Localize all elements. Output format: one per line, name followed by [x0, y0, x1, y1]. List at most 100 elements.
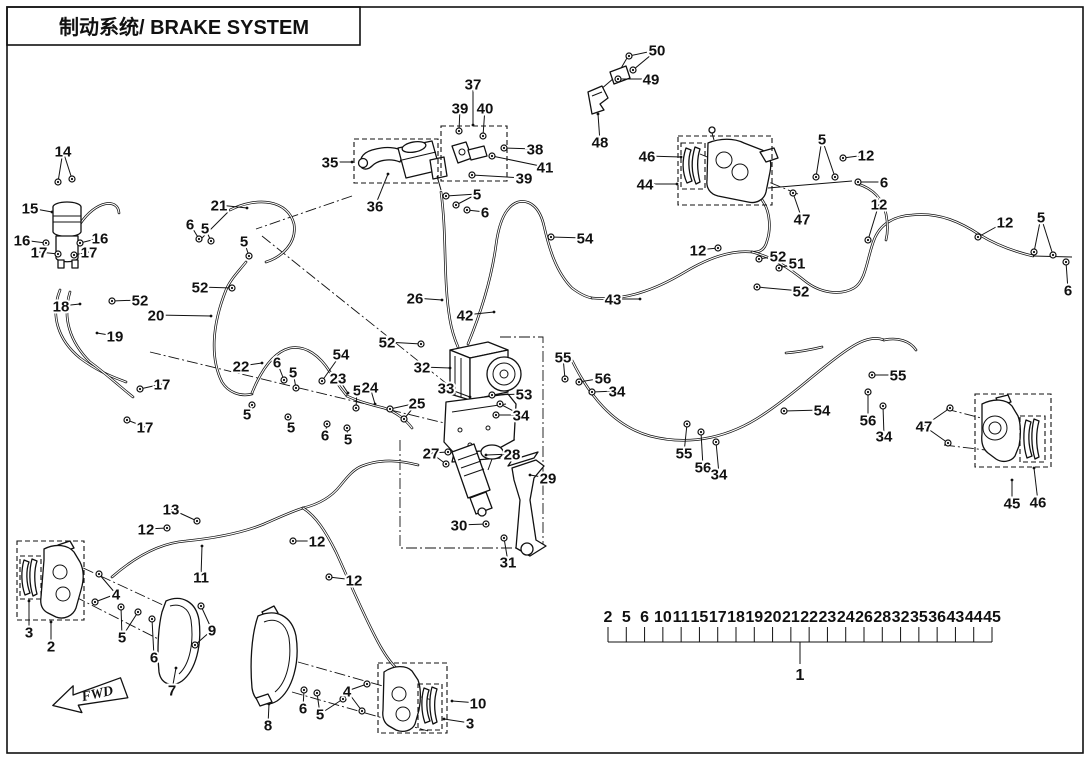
callout-20: 20 [148, 308, 165, 325]
callout-6: 6 [1064, 283, 1072, 300]
sensor-parts [587, 65, 631, 115]
callout-17: 17 [31, 245, 48, 262]
callout-30: 30 [451, 518, 468, 535]
callout-5: 5 [201, 221, 209, 238]
callout-6: 6 [186, 217, 194, 234]
callout-41: 41 [537, 160, 554, 177]
group-boxes [16, 125, 1052, 734]
callout-17: 17 [154, 377, 171, 394]
callout-31: 31 [500, 555, 517, 572]
hose-21 [228, 200, 296, 264]
front-right-caliper-assembly [382, 665, 438, 732]
callout-25: 25 [409, 396, 426, 413]
callout-34: 34 [711, 467, 728, 484]
callout-56: 56 [695, 460, 712, 477]
fwd-label: FWD [79, 684, 114, 706]
box-front-right-pads [417, 683, 443, 731]
callout-33: 33 [438, 381, 455, 398]
box-rear-left-pads [680, 142, 706, 190]
title-box: 制动系统/ BRAKE SYSTEM [6, 6, 361, 46]
hose-reservoir-loop [78, 202, 121, 226]
callout-6: 6 [321, 428, 329, 445]
index-number-32: 32 [892, 609, 910, 626]
callout-34: 34 [876, 429, 893, 446]
callout-34: 34 [609, 384, 626, 401]
front-left-caliper-assembly [21, 540, 84, 619]
box-switch-assembly [440, 125, 508, 182]
callout-5: 5 [344, 432, 352, 449]
index-number-5: 5 [622, 609, 631, 626]
callout-52: 52 [793, 284, 810, 301]
callout-5: 5 [1037, 210, 1045, 227]
callout-47: 47 [794, 212, 811, 229]
brake-pedal [507, 451, 547, 557]
callout-12: 12 [690, 243, 707, 260]
index-number-43: 43 [947, 609, 965, 626]
callout-17: 17 [137, 420, 154, 437]
callout-8: 8 [264, 718, 272, 735]
callout-55: 55 [890, 368, 907, 385]
callout-5: 5 [289, 365, 297, 382]
box-front-left-caliper [16, 540, 85, 621]
box-rear-right-pads [1019, 415, 1046, 463]
callout-3: 3 [25, 625, 33, 642]
callout-6: 6 [150, 650, 158, 667]
callout-2: 2 [47, 639, 55, 656]
callout-9: 9 [208, 623, 216, 640]
callout-6: 6 [880, 175, 888, 192]
callout-5: 5 [818, 132, 826, 149]
callout-37: 37 [465, 77, 482, 94]
callout-48: 48 [592, 135, 609, 152]
callout-3: 3 [466, 716, 474, 733]
callout-5: 5 [287, 420, 295, 437]
callout-6: 6 [481, 205, 489, 222]
callout-26: 26 [407, 291, 424, 308]
callout-54: 54 [333, 347, 350, 364]
index-number-17: 17 [709, 609, 727, 626]
callout-14: 14 [55, 144, 72, 161]
index-number-28: 28 [873, 609, 891, 626]
callout-40: 40 [477, 101, 494, 118]
callout-18: 18 [53, 299, 70, 316]
callout-56: 56 [595, 371, 612, 388]
callout-22: 22 [233, 359, 250, 376]
callout-42: 42 [457, 308, 474, 325]
callout-5: 5 [243, 407, 251, 424]
callout-16: 16 [14, 233, 31, 250]
callout-11: 11 [193, 570, 209, 587]
callout-56: 56 [860, 413, 877, 430]
callout-52: 52 [770, 249, 787, 266]
callout-44: 44 [637, 177, 654, 194]
index-number-23: 23 [819, 609, 837, 626]
index-number-44: 44 [965, 609, 983, 626]
callout-16: 16 [92, 231, 109, 248]
callout-4: 4 [112, 587, 121, 604]
callout-43: 43 [605, 292, 622, 309]
callout-55: 55 [555, 350, 572, 367]
callout-52: 52 [379, 335, 396, 352]
callout-5: 5 [353, 383, 361, 400]
callout-46: 46 [639, 149, 656, 166]
callout-49: 49 [643, 72, 660, 89]
callout-19: 19 [107, 329, 124, 346]
callout-28: 28 [504, 447, 521, 464]
disc-guard-left [157, 597, 201, 686]
callout-21: 21 [211, 198, 228, 215]
callout-17: 17 [81, 245, 98, 262]
callout-45: 45 [1004, 496, 1021, 513]
index-number-45: 45 [983, 609, 1001, 626]
index-number-10: 10 [654, 609, 672, 626]
callout-5: 5 [118, 630, 126, 647]
callout-55: 55 [676, 446, 693, 463]
front-master-cylinder [357, 140, 448, 191]
callout-35: 35 [322, 155, 339, 172]
callout-12: 12 [346, 573, 363, 590]
callout-4: 4 [343, 684, 352, 701]
brake-fluid-reservoir [52, 201, 82, 269]
callout-23: 23 [330, 371, 347, 388]
index-number-36: 36 [928, 609, 946, 626]
box-rear-left-caliper [677, 135, 773, 206]
